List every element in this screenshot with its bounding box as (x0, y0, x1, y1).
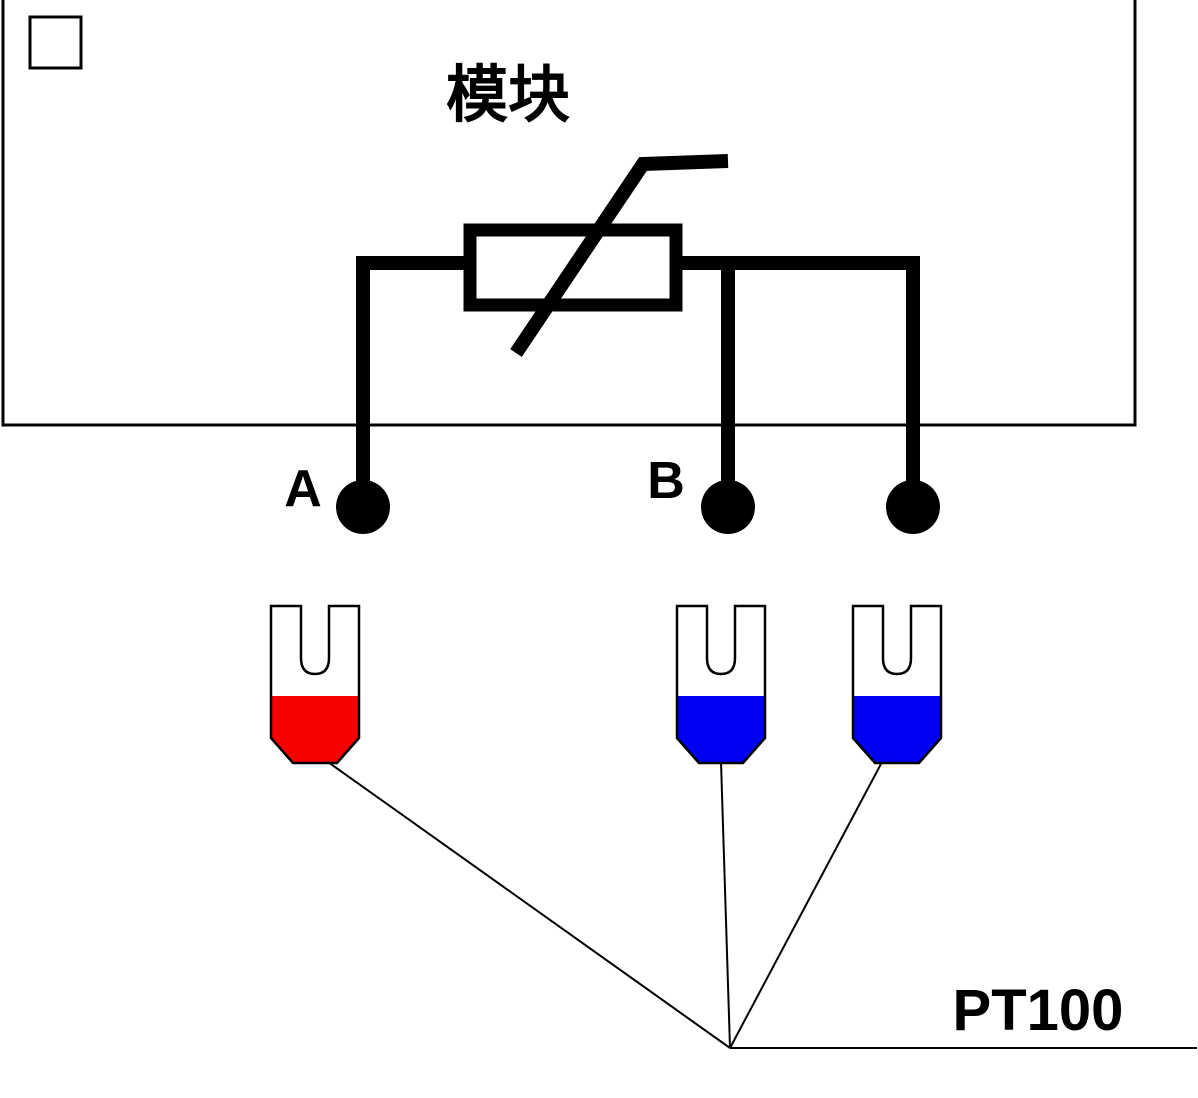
module-box-outline (1, 0, 1137, 427)
sensor-model-label: PT100 (953, 978, 1124, 1043)
fork-lug-a (269, 604, 361, 765)
fork-lug-a-crimp-red (271, 696, 359, 763)
terminal-c-dot (886, 480, 940, 534)
fork-lug-b (675, 604, 767, 765)
fork-lug-a-outline (269, 604, 361, 765)
fork-lug-b-outline (675, 604, 767, 765)
wire-left (356, 256, 470, 500)
terminal-a-label: A (284, 460, 322, 518)
wire-right (676, 256, 920, 500)
fork-lug-c (851, 604, 943, 765)
fork-lug-b-crimp-blue (677, 696, 765, 763)
sensor-lead-b (720, 761, 731, 1049)
module-title: 模块 (446, 61, 570, 130)
fork-lug-c-outline (851, 604, 943, 765)
fork-lug-c-crimp-blue (853, 696, 941, 763)
resistor-strike-line (510, 154, 729, 357)
terminal-a-dot (336, 480, 390, 534)
sensor-lead-a (327, 761, 731, 1049)
terminal-b-dot (701, 480, 755, 534)
sensor-lead-c (729, 761, 883, 1049)
terminal-b-label: B (647, 452, 685, 510)
module-corner-square (28, 15, 83, 70)
